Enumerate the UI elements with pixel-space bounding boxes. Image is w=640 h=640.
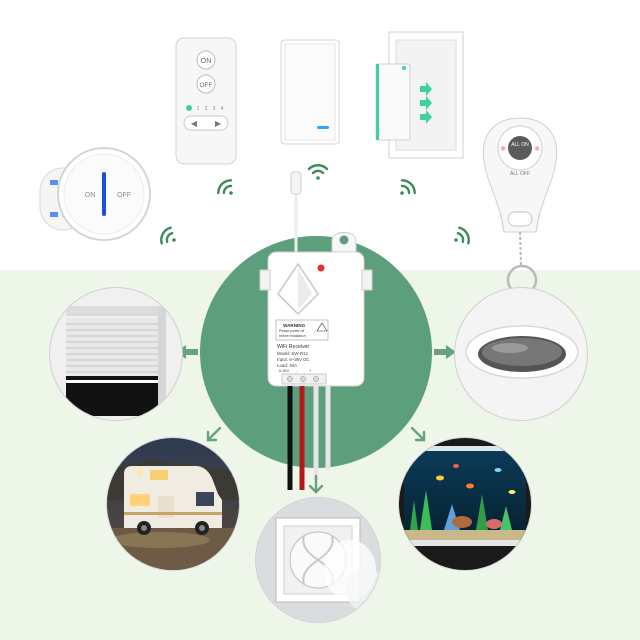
warning-line-2: before installation bbox=[279, 334, 306, 338]
arrow-icon bbox=[434, 345, 456, 359]
wifi-signal-icon bbox=[400, 179, 416, 195]
product-model: Model: SW-R12 bbox=[277, 351, 308, 356]
arrow-icon bbox=[308, 474, 324, 494]
fob-snowflake-left-icon: ✱ bbox=[500, 145, 506, 153]
remote-off-button bbox=[196, 74, 216, 94]
arrow-icon bbox=[206, 426, 222, 442]
fob-snowflake-right-icon: ✱ bbox=[534, 145, 540, 153]
ceiling-lamp-photo bbox=[454, 287, 588, 421]
fob-all-on-label: ALL ON bbox=[511, 142, 529, 148]
round-switch-on-label: ON bbox=[85, 192, 96, 199]
wifi-signal-icon bbox=[307, 164, 329, 180]
slide-right-arrows-icon bbox=[420, 82, 432, 124]
aquarium-photo bbox=[398, 437, 532, 571]
warning-line-1: Please power off bbox=[279, 329, 304, 333]
warning-triangle-icon bbox=[316, 322, 328, 332]
terminal-plus-label: + bbox=[309, 368, 312, 373]
terminal-voltage-label: 6-36V bbox=[279, 369, 290, 373]
round-switch-led-icon bbox=[102, 172, 106, 216]
arrow-icon bbox=[410, 426, 426, 442]
status-led-icon bbox=[317, 264, 325, 272]
wall-switch bbox=[280, 39, 340, 145]
wifi-signal-icon bbox=[217, 179, 233, 195]
antenna-tip bbox=[290, 171, 302, 195]
remote-on-label: ON bbox=[201, 58, 212, 65]
wall-panel-switch bbox=[375, 31, 464, 159]
right-arrow-icon: ▶ bbox=[215, 119, 222, 128]
remote-channel-2: 2 bbox=[205, 106, 208, 112]
camper-van-photo bbox=[106, 437, 240, 571]
remote-led-icon bbox=[186, 105, 192, 111]
fob-all-off-label: ALL OFF bbox=[510, 171, 530, 177]
wifi-signal-icon bbox=[160, 226, 176, 245]
wifi-receiver: WARNING Please power off before installa… bbox=[259, 171, 373, 490]
small-remote-control: ON OFF 1 2 3 4 ◀ ▶ bbox=[175, 37, 237, 165]
switch-indicator-icon bbox=[317, 126, 329, 129]
product-name: WiFi Receiver bbox=[277, 344, 310, 350]
round-switch: ON OFF bbox=[39, 147, 151, 241]
exhaust-fan-photo bbox=[255, 497, 381, 623]
fob-all-button bbox=[508, 136, 532, 160]
product-load: Load: 40A bbox=[277, 363, 297, 368]
wifi-signal-icon bbox=[454, 226, 470, 245]
remote-channel-4: 4 bbox=[221, 106, 224, 112]
keyfob-remote: ALL ON ALL OFF ✱ ✱ bbox=[482, 117, 558, 296]
terminal-minus-label: - bbox=[296, 368, 298, 373]
remote-channel-3: 3 bbox=[213, 106, 216, 112]
roller-shutter-photo bbox=[49, 287, 183, 421]
product-input: Input: 6~36V DC bbox=[277, 357, 310, 362]
remote-off-label: OFF bbox=[200, 82, 213, 89]
remote-on-button bbox=[196, 50, 216, 70]
warning-title: WARNING bbox=[283, 323, 306, 328]
remote-channel-1: 1 bbox=[197, 106, 200, 112]
round-switch-off-label: OFF bbox=[117, 192, 131, 199]
left-arrow-icon: ◀ bbox=[191, 119, 198, 128]
